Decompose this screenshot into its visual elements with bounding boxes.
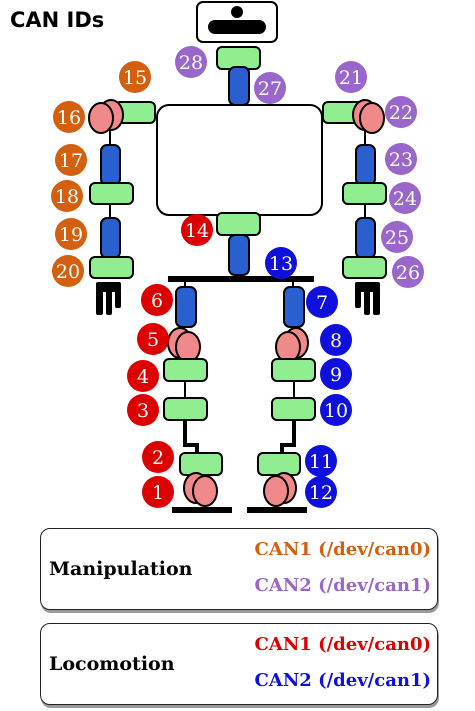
left-upper-arm-yaw xyxy=(100,144,121,186)
neck-actuator-28 xyxy=(216,46,261,70)
joint-badge-11 xyxy=(305,445,337,477)
joint-id-4: 4 xyxy=(137,366,149,388)
joint-badge-20 xyxy=(52,255,84,287)
right-knee xyxy=(271,397,316,421)
joint-badge-24 xyxy=(389,182,421,214)
joint-id-1: 1 xyxy=(152,482,164,504)
right-wrist xyxy=(342,256,387,279)
legend-manipulation-label: Manipulation xyxy=(49,558,193,580)
joint-badge-6 xyxy=(141,284,173,316)
joint-id-16: 16 xyxy=(57,107,81,129)
joint-badge-10 xyxy=(320,394,352,426)
joint-badge-1 xyxy=(142,476,174,508)
pelvis-bar xyxy=(168,276,314,282)
joint-badge-16 xyxy=(53,101,85,133)
joint-badge-17 xyxy=(55,144,87,176)
joint-id-15: 15 xyxy=(123,67,147,89)
left-hip-pitch xyxy=(163,358,208,382)
legend-locomotion-label: Locomotion xyxy=(49,653,175,675)
joint-id-8: 8 xyxy=(330,330,342,352)
joint-id-6: 6 xyxy=(151,290,163,312)
legend-manipulation-can1: CAN2 (/dev/can1) xyxy=(254,575,431,596)
neck-actuator-27 xyxy=(228,66,250,106)
joint-id-21: 21 xyxy=(339,67,363,89)
joint-id-9: 9 xyxy=(330,364,342,386)
right-upper-arm-yaw xyxy=(355,144,376,186)
diagram-title: CAN IDs xyxy=(10,8,105,32)
waist-actuator-14 xyxy=(216,212,261,236)
joint-id-26: 26 xyxy=(396,262,420,284)
joint-id-13: 13 xyxy=(269,253,293,275)
left-elbow xyxy=(89,182,134,205)
joint-badge-14 xyxy=(181,214,213,246)
joint-id-19: 19 xyxy=(59,224,83,246)
joint-id-2: 2 xyxy=(152,447,164,469)
joint-id-3: 3 xyxy=(137,400,149,422)
joint-badge-18 xyxy=(51,180,83,212)
head-camera-bar xyxy=(208,20,266,34)
legend-manipulation-can0: CAN1 (/dev/can0) xyxy=(254,539,431,560)
joint-id-23: 23 xyxy=(389,149,413,171)
joint-badge-26 xyxy=(392,256,424,288)
joint-badge-22 xyxy=(385,96,417,128)
joint-id-18: 18 xyxy=(55,186,79,208)
joint-badge-21 xyxy=(335,61,367,93)
left-knee xyxy=(163,397,208,421)
right-ankle-pitch xyxy=(257,452,301,476)
joint-badge-13 xyxy=(265,247,297,279)
joint-badge-12 xyxy=(305,476,337,508)
joint-badge-7 xyxy=(306,286,338,318)
right-hip-yaw xyxy=(283,286,305,328)
joint-id-28: 28 xyxy=(179,52,203,74)
joint-badge-28 xyxy=(175,46,207,78)
right-foot xyxy=(247,507,307,513)
joint-badge-9 xyxy=(320,358,352,390)
joint-id-22: 22 xyxy=(389,102,413,124)
joint-badge-8 xyxy=(320,324,352,356)
left-hip-yaw xyxy=(175,286,197,328)
right-elbow xyxy=(342,182,387,205)
head-camera-dot xyxy=(231,6,243,18)
joint-badge-25 xyxy=(381,221,413,253)
joint-badge-4 xyxy=(127,360,159,392)
left-gripper xyxy=(96,282,121,292)
left-forearm-yaw xyxy=(100,217,121,259)
joint-badge-5 xyxy=(137,323,169,355)
joint-id-25: 25 xyxy=(385,227,409,249)
joint-id-7: 7 xyxy=(316,292,328,314)
joint-badge-15 xyxy=(119,61,151,93)
joint-id-27: 27 xyxy=(258,78,282,100)
legend-locomotion: Locomotion CAN1 (/dev/can0) CAN2 (/dev/c… xyxy=(40,623,438,705)
joint-id-20: 20 xyxy=(56,261,80,283)
legend-manipulation: Manipulation CAN1 (/dev/can0) CAN2 (/dev… xyxy=(40,528,438,610)
joint-id-12: 12 xyxy=(309,482,333,504)
left-wrist xyxy=(89,256,134,279)
joint-id-10: 10 xyxy=(324,400,348,422)
joint-id-14: 14 xyxy=(185,220,209,242)
legend-locomotion-can1: CAN2 (/dev/can1) xyxy=(254,670,431,691)
joint-id-24: 24 xyxy=(393,188,417,210)
joint-badge-27 xyxy=(254,72,286,104)
joint-badge-3 xyxy=(127,394,159,426)
right-forearm-yaw xyxy=(355,217,376,259)
right-gripper xyxy=(355,282,380,292)
joint-id-5: 5 xyxy=(147,329,159,351)
joint-badge-2 xyxy=(142,441,174,473)
joint-id-11: 11 xyxy=(309,451,333,473)
joint-badge-23 xyxy=(385,143,417,175)
joint-badge-19 xyxy=(55,218,87,250)
right-hip-pitch xyxy=(271,358,316,382)
waist-actuator-13 xyxy=(228,234,250,276)
left-ankle-pitch xyxy=(179,452,223,476)
torso xyxy=(156,104,323,216)
legend-locomotion-can0: CAN1 (/dev/can0) xyxy=(254,634,431,655)
joint-id-17: 17 xyxy=(59,150,83,172)
left-foot xyxy=(172,507,232,513)
